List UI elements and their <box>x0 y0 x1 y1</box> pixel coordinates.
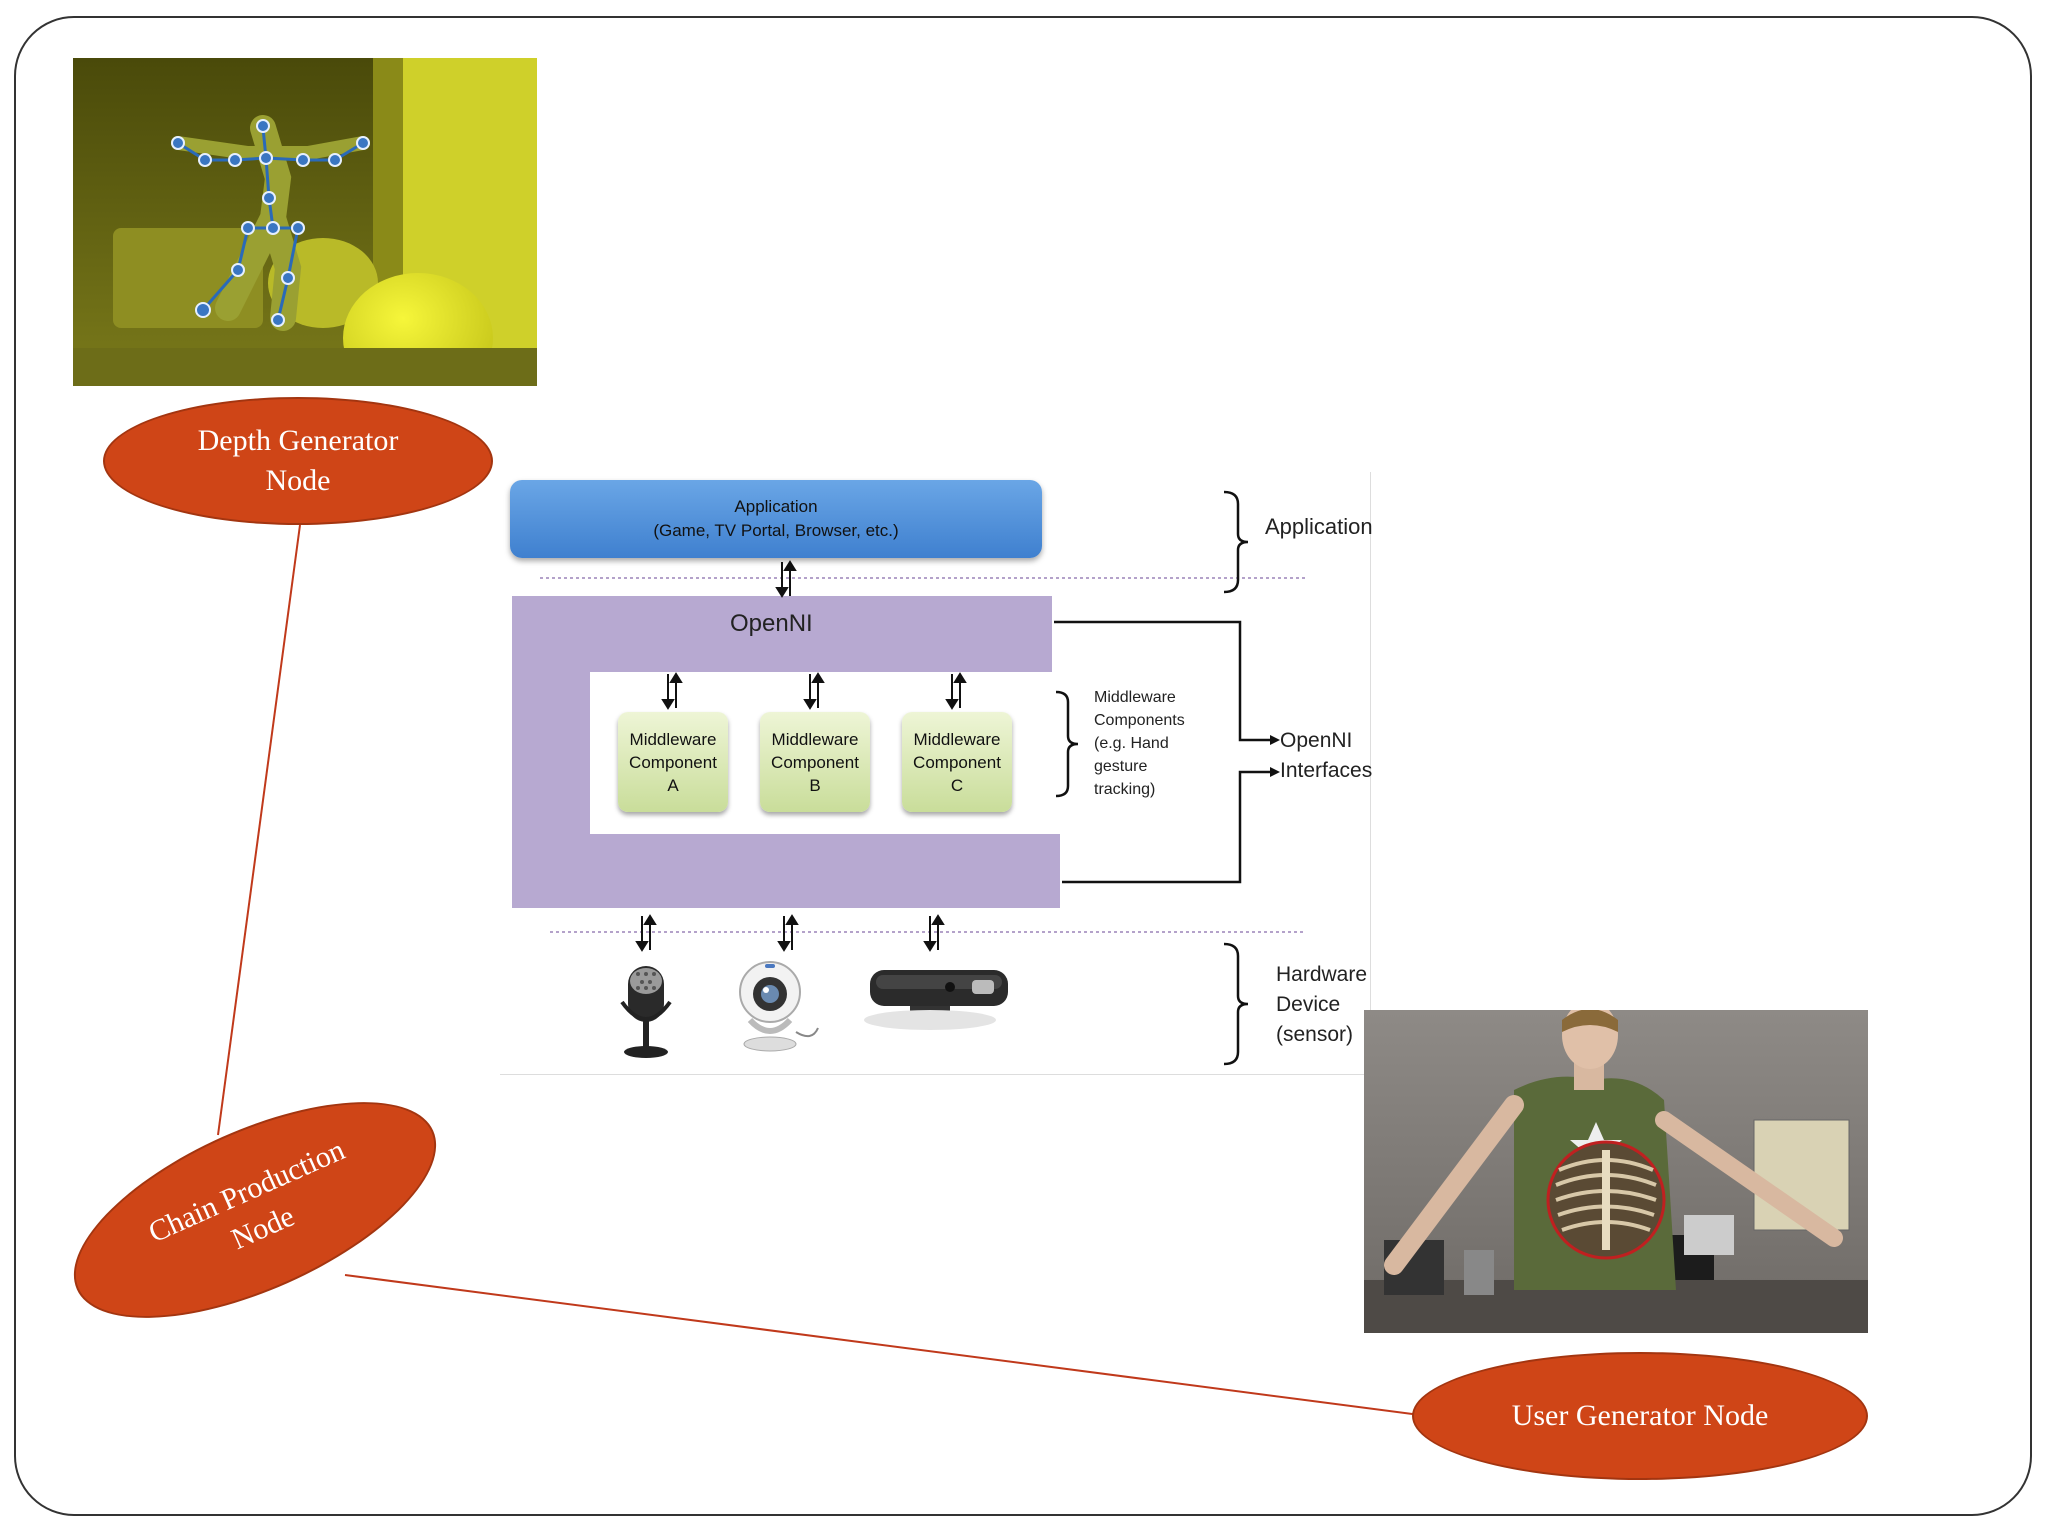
openni-title: OpenNI <box>730 610 813 637</box>
depth-skeleton-image <box>73 58 537 386</box>
openni-architecture-diagram: Application (Game, TV Portal, Browser, e… <box>500 472 1373 1075</box>
label-middleware-components: Middleware Components (e.g. Hand gesture… <box>1094 689 1185 798</box>
label-openni-interfaces: OpenNI Interfaces <box>1280 729 1373 782</box>
user-tracking-photo <box>1364 1010 1868 1333</box>
user-generator-node: User Generator Node <box>1412 1352 1868 1480</box>
label-application: Application <box>1265 514 1373 539</box>
label-hardware-device: Hardware Device (sensor) <box>1276 963 1368 1046</box>
application-box: Application (Game, TV Portal, Browser, e… <box>510 480 1042 558</box>
line-depth-to-chain <box>217 524 301 1136</box>
line-chain-to-user <box>344 1274 1421 1416</box>
